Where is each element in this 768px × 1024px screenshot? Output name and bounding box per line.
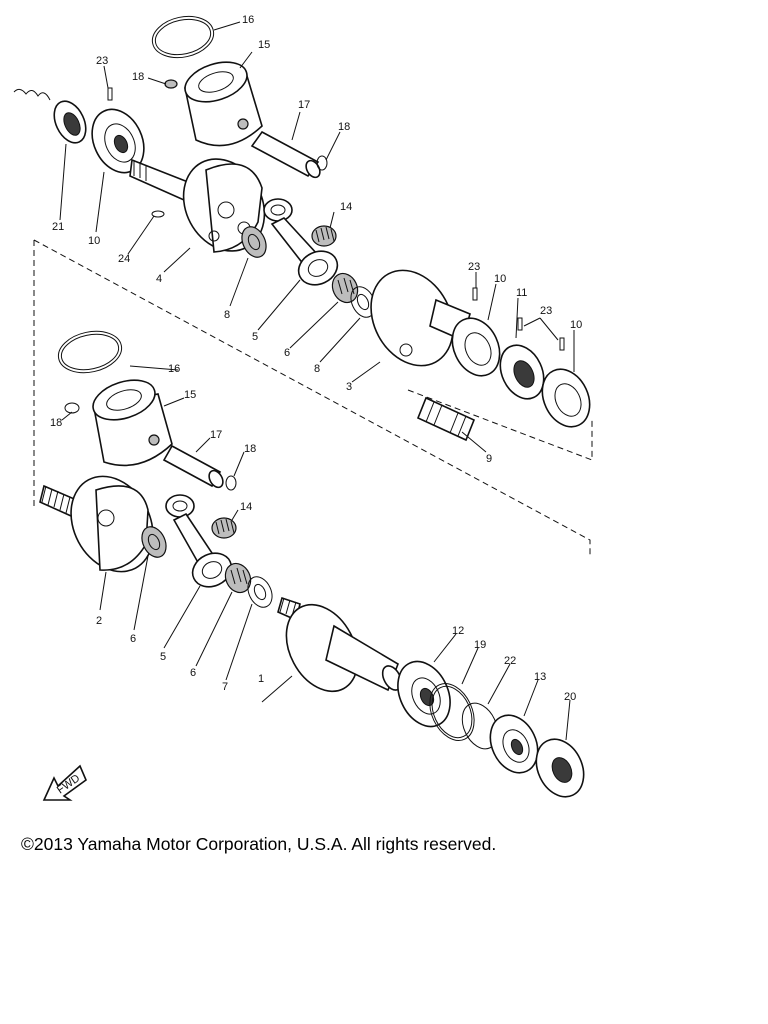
part-17-piston-pin-upper xyxy=(250,130,321,179)
part-3-crankshaft-half-center xyxy=(370,269,471,367)
part-16-piston-ring-lower xyxy=(57,330,123,374)
part-10-bearing-upper-left xyxy=(91,108,145,174)
exploded-parts-diagram: FWD xyxy=(13,14,593,801)
callout-14-lower: 14 xyxy=(240,501,252,513)
callout-6-lower-a: 6 xyxy=(130,633,136,645)
assembly-boundary-dashed xyxy=(33,239,593,555)
part-5-connecting-rod-lower xyxy=(165,494,233,588)
part-15-piston-upper xyxy=(184,61,263,147)
leader-lines xyxy=(59,21,575,741)
part-14-needle-bearing-upper xyxy=(311,225,337,247)
callout-23-upper: 23 xyxy=(96,55,108,67)
callout-23-right: 23 xyxy=(540,305,552,317)
part-18-circlip-upper-left xyxy=(164,79,178,89)
callout-22: 22 xyxy=(504,655,516,667)
callout-2: 2 xyxy=(96,615,102,627)
part-8-thrust-washer-upper-a xyxy=(241,226,267,258)
part-10-bearing-center xyxy=(451,317,501,377)
callout-1: 1 xyxy=(258,673,264,685)
callout-10-upper-left: 10 xyxy=(88,235,100,247)
callout-17-lower: 17 xyxy=(210,429,222,441)
callout-16-upper: 16 xyxy=(242,14,254,26)
callout-6-upper: 6 xyxy=(284,347,290,359)
part-6-crank-bearing-lower-b xyxy=(224,562,252,594)
callout-15-upper: 15 xyxy=(258,39,270,51)
callout-8-upper-a: 8 xyxy=(224,309,230,321)
part-11-labyrinth-seal xyxy=(499,344,545,400)
callout-18-lower-right: 18 xyxy=(244,443,256,455)
part-24-woodruff-key xyxy=(151,210,165,218)
callout-11: 11 xyxy=(516,287,527,299)
callout-5-lower: 5 xyxy=(160,651,166,663)
callout-23-center: 23 xyxy=(468,261,480,273)
part-18-circlip-lower-right xyxy=(225,475,237,491)
part-21-oil-seal xyxy=(13,88,87,144)
callout-20: 20 xyxy=(564,691,576,703)
callout-6-lower-b: 6 xyxy=(190,667,196,679)
callout-10-right: 10 xyxy=(570,319,582,331)
part-6-crank-bearing-lower-a xyxy=(141,526,167,558)
callout-10-center: 10 xyxy=(494,273,506,285)
part-23-dowel-pin-upper xyxy=(107,87,113,101)
part-1-crankshaft-half-right xyxy=(277,596,403,693)
part-23-dowel-pin-center xyxy=(472,287,478,301)
part-5-connecting-rod-upper xyxy=(263,198,339,286)
callout-18-upper-right: 18 xyxy=(338,121,350,133)
fwd-arrow-icon: FWD xyxy=(42,764,87,801)
callout-19: 19 xyxy=(474,639,486,651)
callout-14-upper: 14 xyxy=(340,201,352,213)
part-20-oil-seal-lower xyxy=(535,738,585,798)
part-2-crankshaft-half-left xyxy=(39,475,154,573)
callout-18-lower-left: 18 xyxy=(50,417,62,429)
copyright-notice: ©2013 Yamaha Motor Corporation, U.S.A. A… xyxy=(21,834,497,854)
callout-9: 9 xyxy=(486,453,492,465)
callout-4: 4 xyxy=(156,273,162,285)
part-18-circlip-lower-left xyxy=(64,402,80,414)
callout-8-upper-b: 8 xyxy=(314,363,320,375)
callout-3: 3 xyxy=(346,381,352,393)
part-22-circlip-lower xyxy=(461,702,499,750)
callout-21: 21 xyxy=(52,221,64,233)
part-23-dowel-pin-right xyxy=(517,317,565,351)
callout-16-lower: 16 xyxy=(168,363,180,375)
callout-5-upper: 5 xyxy=(252,331,258,343)
callout-12: 12 xyxy=(452,625,464,637)
callout-13: 13 xyxy=(534,671,546,683)
callout-24: 24 xyxy=(118,253,130,265)
callout-18-upper-left: 18 xyxy=(132,71,144,83)
callout-17-upper: 17 xyxy=(298,99,310,111)
callout-7: 7 xyxy=(222,681,228,693)
callout-labels: 1 2 3 4 5 5 6 6 6 7 8 8 8 9 10 10 10 11 … xyxy=(50,14,582,703)
part-18-circlip-upper-right xyxy=(316,155,328,171)
callout-15-lower: 15 xyxy=(184,389,196,401)
part-7-thrust-washer-lower xyxy=(247,576,273,608)
part-17-piston-pin-lower xyxy=(162,444,224,489)
part-13-bearing-lower xyxy=(489,714,539,774)
part-14-needle-bearing-lower xyxy=(211,517,237,539)
part-19-o-ring xyxy=(429,683,475,741)
part-12-bearing-lower xyxy=(397,660,451,728)
part-15-piston-lower xyxy=(92,379,173,467)
part-16-piston-ring-upper xyxy=(151,15,215,59)
part-10-bearing-right xyxy=(541,368,591,428)
part-9-center-shaft xyxy=(416,396,476,442)
